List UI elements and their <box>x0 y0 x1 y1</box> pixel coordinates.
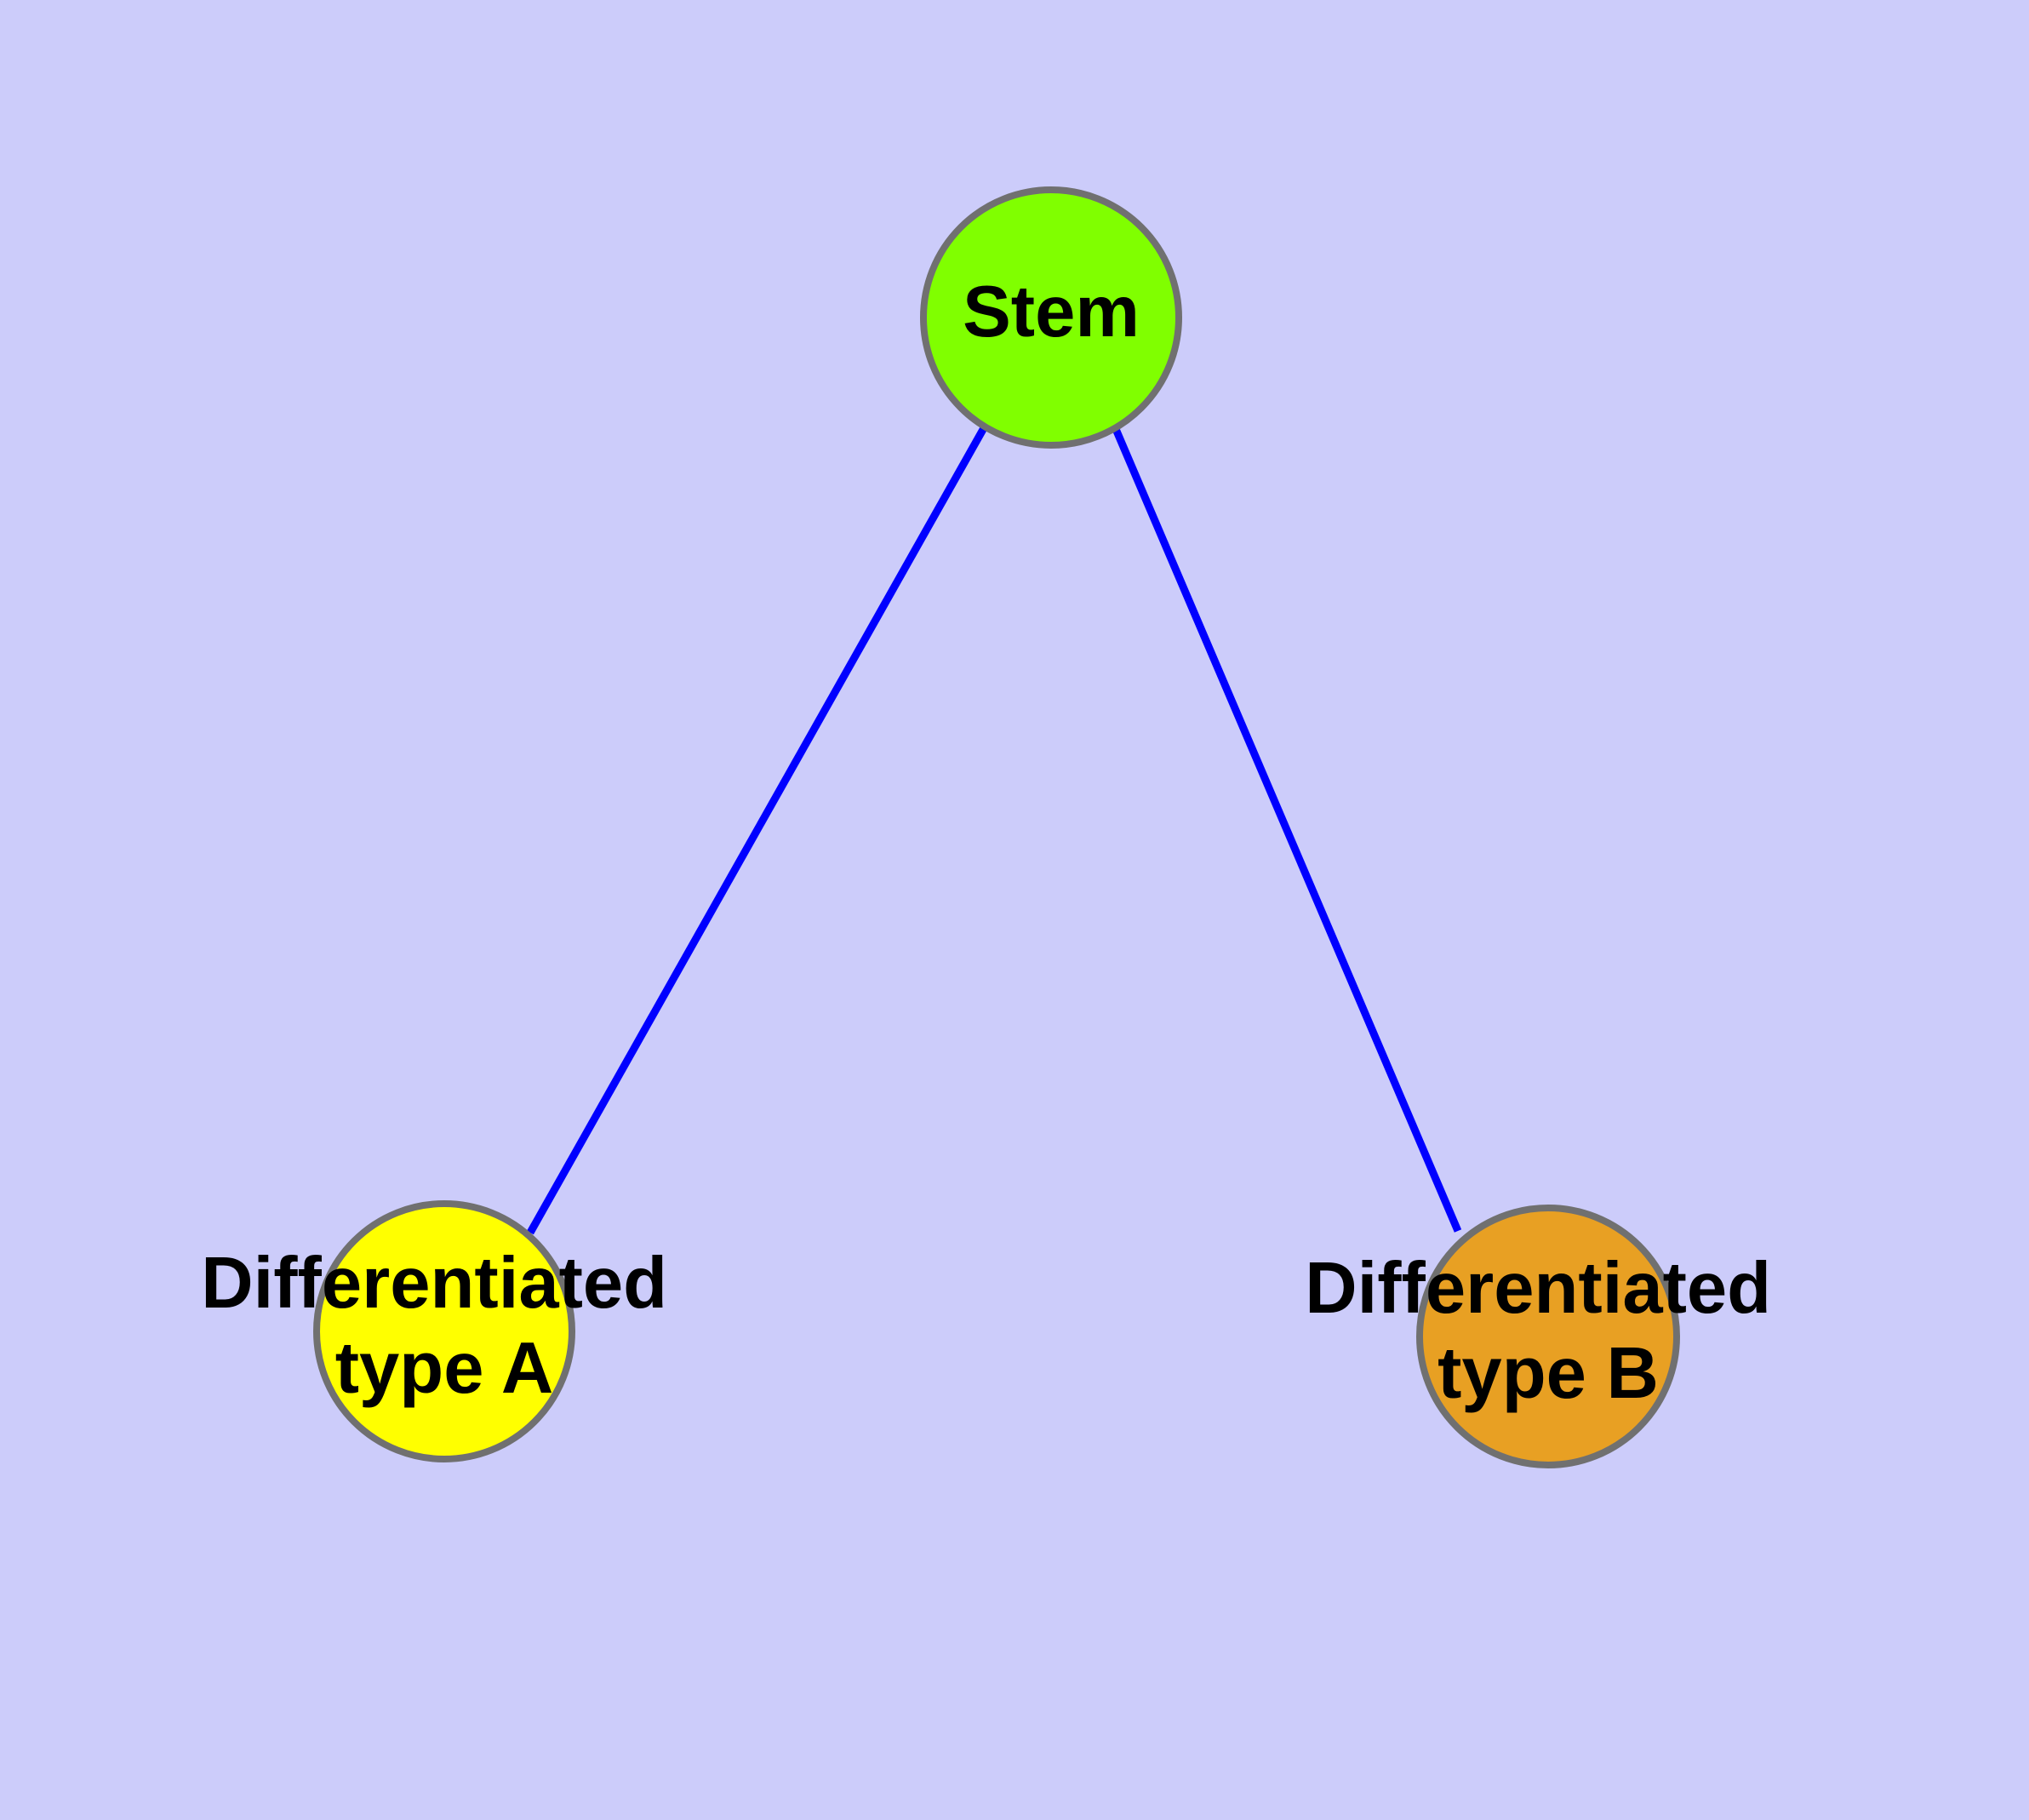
node-stem-label-line-1: Stem <box>963 272 1140 352</box>
node-differentiated-type-b-label: Differentiated type B <box>1305 1248 1791 1414</box>
node-differentiated-type-a-label-line-1: Differentiated <box>201 1243 667 1324</box>
edges-layer <box>527 424 1462 1235</box>
node-differentiated-type-b-circle[interactable] <box>1416 1205 1680 1468</box>
node-stem[interactable]: Stem <box>920 186 1182 449</box>
node-differentiated-type-a[interactable]: Differentiated type A <box>201 1200 687 1462</box>
node-differentiated-type-b[interactable]: Differentiated type B <box>1305 1205 1791 1468</box>
edge-stem-to-differentiated-type-a[interactable] <box>527 424 988 1235</box>
edge-stem-to-differentiated-type-b[interactable] <box>1112 427 1462 1233</box>
node-stem-label: Stem <box>963 272 1140 352</box>
node-differentiated-type-a-circle[interactable] <box>313 1200 575 1462</box>
node-differentiated-type-a-label-line-2: type A <box>335 1329 554 1410</box>
node-differentiated-type-b-label-line-1: Differentiated <box>1305 1248 1771 1329</box>
nodes-layer: Stem Differentiated type A Differentiate… <box>201 186 1791 1468</box>
node-differentiated-type-b-label-line-2: type B <box>1437 1334 1659 1415</box>
node-stem-circle[interactable] <box>920 186 1182 449</box>
node-differentiated-type-a-label: Differentiated type A <box>201 1243 687 1409</box>
